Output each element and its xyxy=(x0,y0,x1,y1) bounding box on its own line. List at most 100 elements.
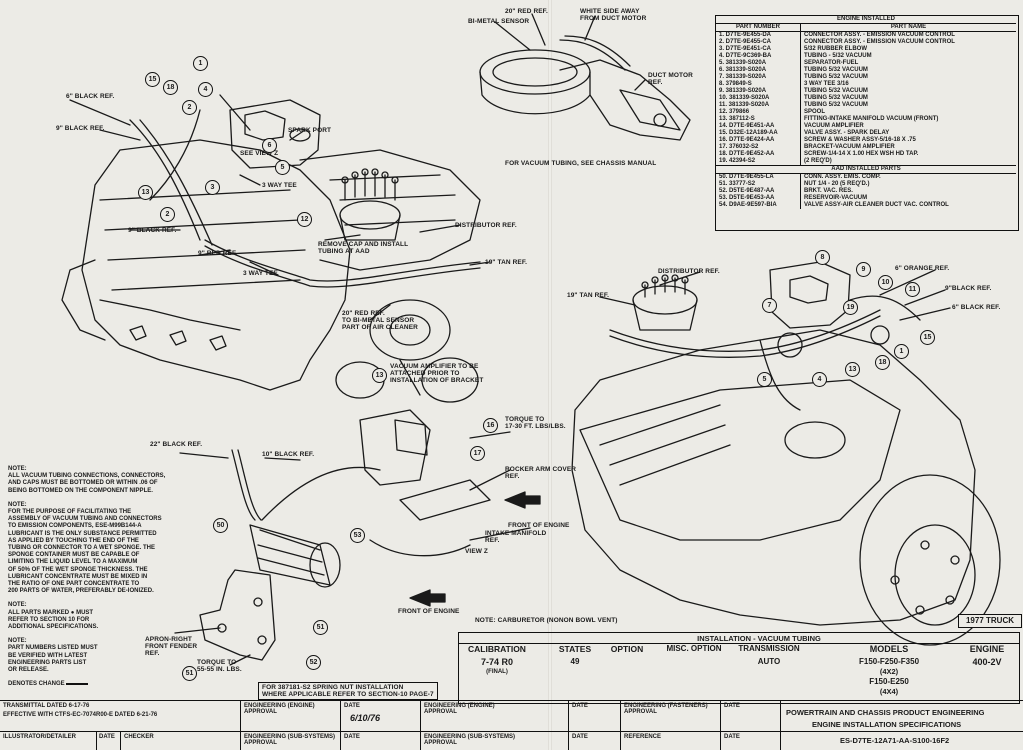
part-name-cell: RESERVOIR-VACUUM xyxy=(804,195,868,201)
part-number-cell: 53. D5TE-9E453-AA xyxy=(716,195,801,202)
part-name-cell: FITTING-INTAKE MANIFOLD VACUUM (FRONT) xyxy=(804,116,939,122)
callout-12: 12 xyxy=(297,212,312,227)
callout-11: 11 xyxy=(905,282,920,297)
callout-15: 15 xyxy=(145,72,160,87)
spec-header: INSTALLATION - VACUUM TUBING xyxy=(697,634,821,643)
spec-block: INSTALLATION - VACUUM TUBING CALIBRATION… xyxy=(458,632,1020,704)
label-apron-right: APRON-RIGHT FRONT FENDER REF. xyxy=(145,636,198,657)
label-20in-red-ref-top: 20" RED REF. xyxy=(505,8,548,15)
spec-models-value-2: (4X2) xyxy=(879,667,899,676)
callout-3: 3 xyxy=(205,180,220,195)
part-name-cell: 5/32 RUBBER ELBOW xyxy=(804,46,868,52)
note-lubricant: NOTE: FOR THE PURPOSE OF FACILITATING TH… xyxy=(8,501,162,595)
spec-option-label: OPTION xyxy=(610,644,644,654)
callout-18-right: 18 xyxy=(875,355,890,370)
part-name-cell: SPOOL xyxy=(804,109,826,115)
label-20in-red-ref: 20" RED REF. TO BI-METAL SENSOR PART OF … xyxy=(342,310,418,331)
part-number-cell: 6. 381339-S020A xyxy=(716,67,801,74)
part-number-cell: 50. D7TE-9E455-LA xyxy=(716,173,801,181)
document-number: ES-D7TE-12A71-AA-S100-16F2 xyxy=(840,736,950,745)
part-name-cell: BRKT. VAC. RES. xyxy=(804,188,853,194)
callout-15-right: 15 xyxy=(920,330,935,345)
illustrator-date: DATE xyxy=(99,734,115,740)
spec-transmission-value: AUTO xyxy=(757,657,781,666)
label-spark-port: SPARK PORT xyxy=(288,127,332,134)
callout-10: 10 xyxy=(878,275,893,290)
signature-date: 6/10/76 xyxy=(350,713,381,723)
label-6in-black-ref: 6" BLACK REF. xyxy=(66,93,115,100)
part-name-cell: VALVE ASSY-AIR CLEANER DUCT VAC. CONTROL xyxy=(804,202,949,208)
engineering-engine-approval: ENGINEERING (ENGINE) APPROVAL xyxy=(244,703,315,715)
spec-models-value-3: F150-E250 xyxy=(869,677,909,686)
callout-13a: 13 xyxy=(138,185,153,200)
label-10in-black-ref: 10" BLACK REF. xyxy=(262,451,315,458)
callout-13b: 13 xyxy=(372,368,387,383)
part-number-cell: 4. D7TE-9C369-BA xyxy=(716,53,801,60)
denotes-change-text: DENOTES CHANGE xyxy=(8,681,65,688)
part-name-cell: TUBING 5/32 VACUUM xyxy=(804,102,868,108)
callout-51b: 51 xyxy=(182,666,197,681)
part-name-cell: TUBING 5/32 VACUUM xyxy=(804,95,868,101)
denotes-change: DENOTES CHANGE xyxy=(8,681,128,688)
label-9in-black-ref-right: 9"BLACK REF. xyxy=(945,285,992,292)
callout-1: 1 xyxy=(193,56,208,71)
label-front-of-engine-bottom: FRONT OF ENGINE xyxy=(398,608,460,615)
part-name-cell: TUBING 5/32 VACUUM xyxy=(804,88,868,94)
part-name-cell: NUT 1/4 - 20 (5 REQ'D.) xyxy=(804,181,870,187)
callout-16: 16 xyxy=(483,418,498,433)
note-vacuum-connections: NOTE: ALL VACUUM TUBING CONNECTIONS, CON… xyxy=(8,466,166,494)
spec-models-label: MODELS xyxy=(869,644,909,654)
part-number-cell: 2. D7TE-9E455-CA xyxy=(716,39,801,46)
part-number-cell: 7. 381339-S020A xyxy=(716,74,801,81)
callout-1-right: 1 xyxy=(894,344,909,359)
part-number-cell: 1. D7TE-9E455-DA xyxy=(716,31,801,39)
part-name-cell: CONN. ASSY. EMIS. COMP. xyxy=(804,174,881,180)
label-9in-red-ref: 9" RED REF. xyxy=(198,250,238,257)
callout-9: 9 xyxy=(856,262,871,277)
callout-4-right: 4 xyxy=(812,372,827,387)
transmittal-dated: TRANSMITTAL DATED 6-17-76 xyxy=(3,703,90,709)
department: POWERTRAIN AND CHASSIS PRODUCT ENGINEERI… xyxy=(786,708,985,717)
part-number-cell: 3. D7TE-9E451-CA xyxy=(716,46,801,53)
callout-8: 8 xyxy=(815,250,830,265)
part-name-cell: CONNECTOR ASSY. - EMISSION VACUUM CONTRO… xyxy=(804,32,955,38)
label-vacuum-amplifier: VACUUM AMPLIFIER TO BE ATTACHED PRIOR TO… xyxy=(390,363,484,384)
note-parts-marked: NOTE: ALL PARTS MARKED ● MUST REFER TO S… xyxy=(8,602,99,631)
part-name-cell: VACUUM AMPLIFIER xyxy=(804,123,864,129)
reference-date: DATE xyxy=(724,734,740,740)
part-name-cell: SEPARATOR-FUEL xyxy=(804,60,859,66)
spec-title: ENGINE INSTALLATION SPECIFICATIONS xyxy=(812,720,962,729)
callout-6: 6 xyxy=(262,138,277,153)
parts-table-title: ENGINE INSTALLED xyxy=(716,16,1016,24)
truck-year-badge: 1977 TRUCK xyxy=(958,614,1022,628)
label-distributor-ref-left: DISTRIBUTOR REF. xyxy=(455,222,517,229)
part-number-cell: 18. D7TE-9E452-AA xyxy=(716,151,801,158)
label-duct-motor: DUCT MOTOR REF. xyxy=(648,72,693,86)
label-22in-black-ref: 22" BLACK REF. xyxy=(150,441,203,448)
label-6in-orange-ref: 6" ORANGE REF. xyxy=(895,265,950,272)
part-number-cell: 52. D5TE-9E487-AA xyxy=(716,188,801,195)
callout-4: 4 xyxy=(198,82,213,97)
part-name-cell: VALVE ASSY. - SPARK DELAY xyxy=(804,130,890,136)
spec-engine-value: 400-2V xyxy=(972,657,1002,667)
spec-calibration-label: CALIBRATION xyxy=(468,644,526,654)
label-intake-manifold: INTAKE MANIFOLD REF. xyxy=(485,530,547,544)
label-spring-nut-note: FOR 387181-S2 SPRING NUT INSTALLATION WH… xyxy=(258,682,438,700)
callout-5-right: 5 xyxy=(757,372,772,387)
label-19in-tan-ref-left: 19" TAN REF. xyxy=(485,259,528,266)
label-6in-black-ref-right: 6" BLACK REF. xyxy=(952,304,1001,311)
effective-with: EFFECTIVE WITH CTFS-EC-7074R00-E DATED 6… xyxy=(3,712,158,718)
